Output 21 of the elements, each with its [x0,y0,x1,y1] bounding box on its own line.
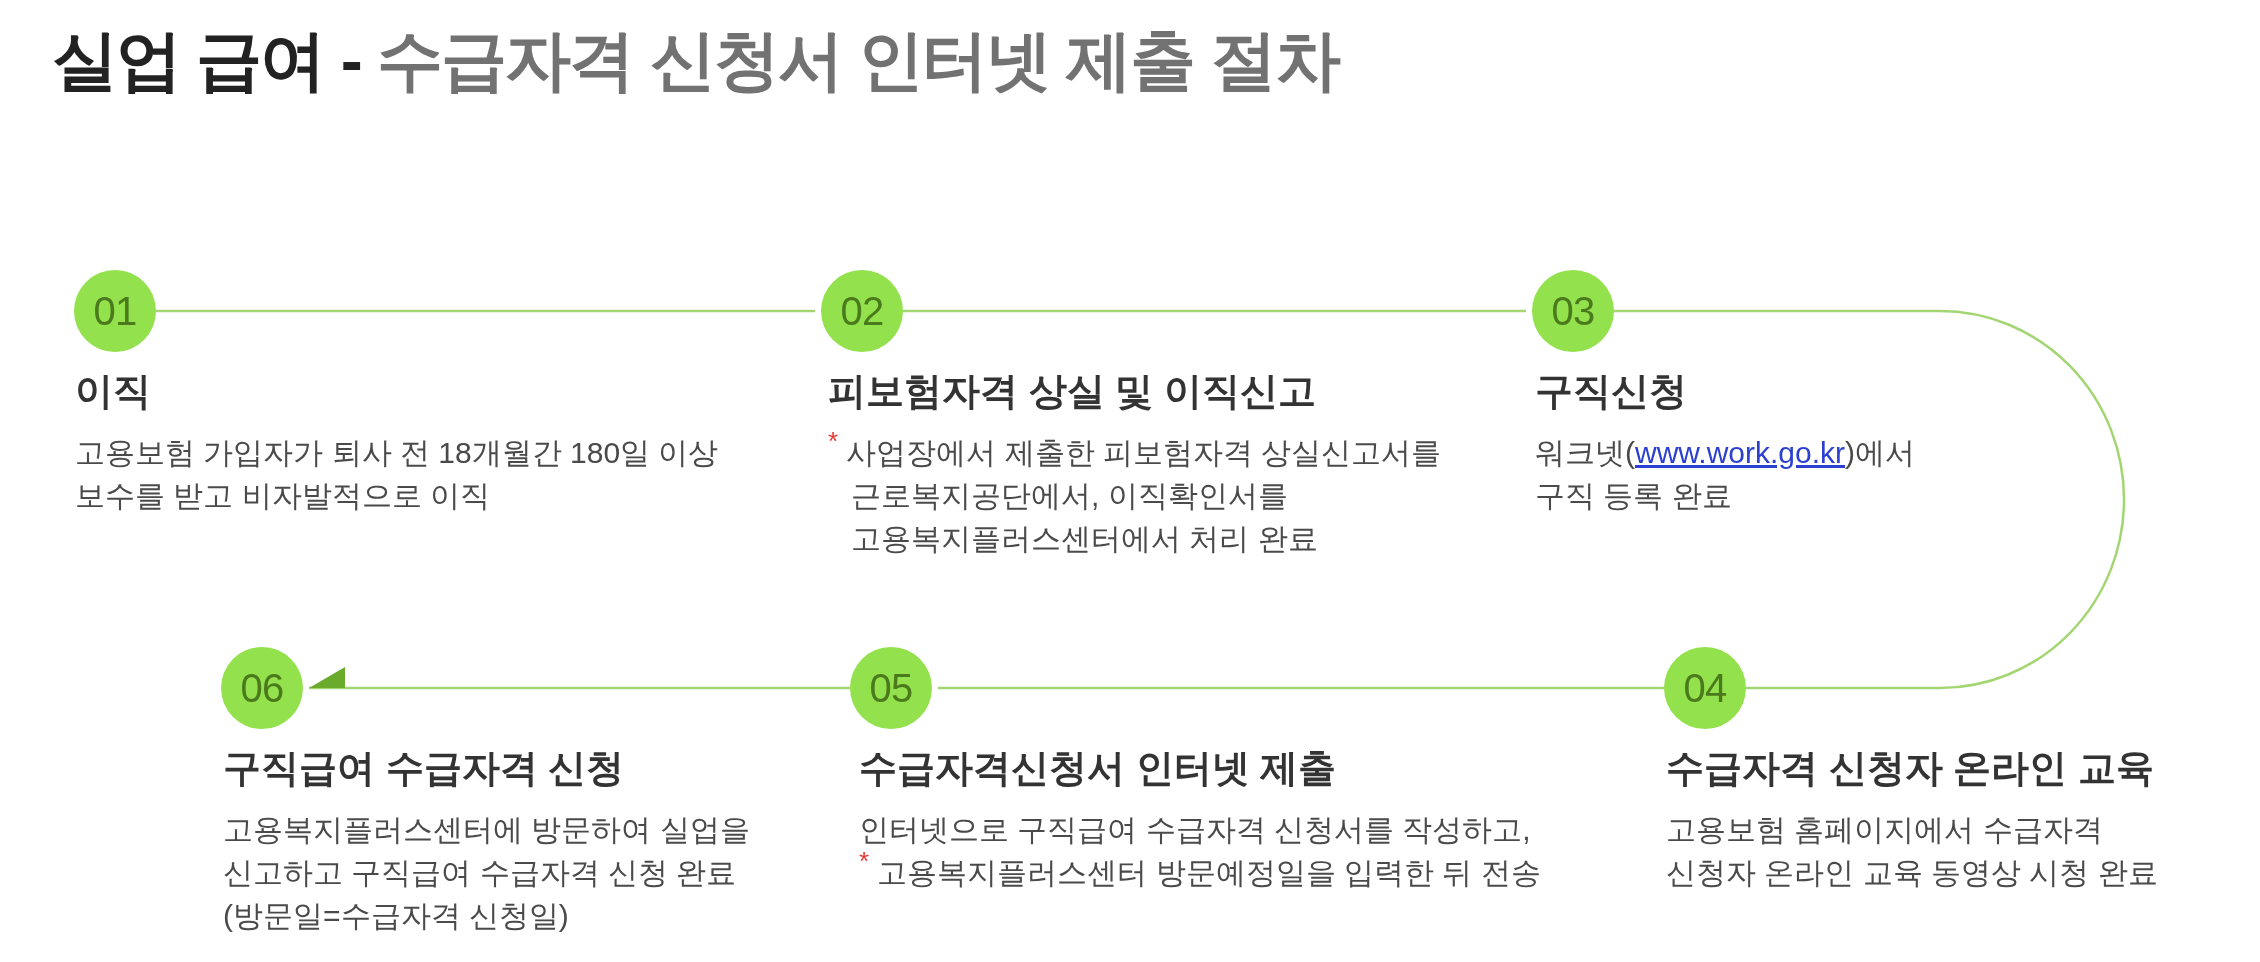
step-description: $^{*}$ 고용복지플러스센터 방문예정일을 입력한 뒤 전송 [859,851,1541,891]
step-description: 인터넷으로 구직급여 수급자격 신청서를 작성하고, [859,812,1531,848]
connector-line [938,686,1664,690]
step-description: (방문일=수급자격 신청일) [223,898,569,934]
step-description: 고용보험 홈페이지에서 수급자격 신청자 온라인 교육 동영상 시청 완료 [1666,812,2159,891]
connector-line [903,309,1526,313]
arrow [309,667,850,690]
step-title: 수급자격 신청자 온라인 교육 [1666,746,2154,791]
step-description: $^{*}$ 사업장에서 제출한 피보험자격 상실신고서를 근로복지공단에서, 이직확인서를 고용복지플러스센터에서 처리 완료 [828,431,1443,557]
web-link: www.work.go.kr [1635,436,1846,469]
step-title: 피보험자격 상실 및 이직신고 [828,369,1316,414]
connector-line [1614,309,2125,690]
step-title: 구직신청 [1535,369,1687,414]
connector-line [156,309,815,313]
step-title: 구직급여 수급자격 신청 [223,746,625,791]
step-title: 수급자격신청서 인터넷 제출 [859,746,1337,791]
step-description: 워크넷(www.work.go.kr)에서 구직 등록 완료 [1535,435,1917,514]
step-description: 고용보험 가입자가 퇴사 전 18개월간 180일 이상 보수를 받고 비자발적으로 이직 [75,435,720,514]
step-description: 고용복지플러스센터에 방문하여 실업을 신고하고 구직급여 수급자격 신청 완료 [223,812,751,891]
step-title: 이직 [75,369,151,414]
page-title: 실업 급여 - 수급자격 신청서 인터넷 제출 절차 [52,22,1339,99]
